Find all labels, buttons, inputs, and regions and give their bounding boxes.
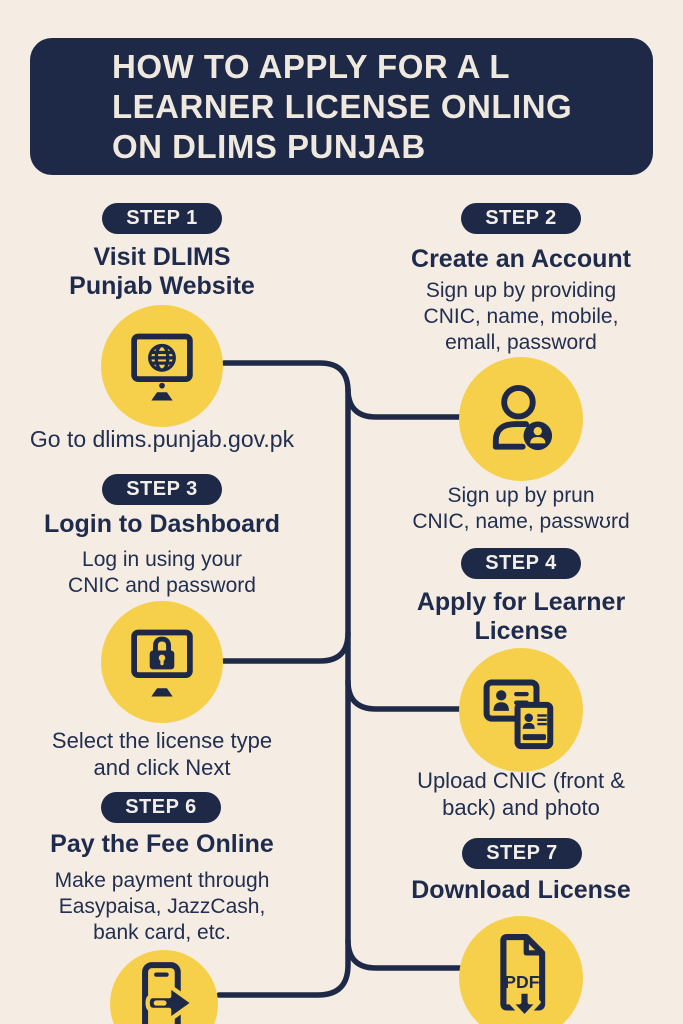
step-1-title-line-1: Visit DLIMS (93, 243, 231, 271)
pdf-label: PDF (504, 972, 539, 992)
step-3-description: Log in using your CNIC and password (22, 547, 302, 599)
step-4-caption-line-1: Upload CNIC (front & (417, 768, 625, 793)
step-4-caption: Upload CNIC (front & back) and photo (381, 767, 661, 821)
connector-branch-step2 (345, 386, 464, 420)
step-1-caption-line-1: Go to dlims.punjab.gov.pk (29, 426, 295, 452)
header-title-line-1: HOW TO APPLY FOR A L (112, 47, 511, 85)
step-2-caption: Sign up by prun CNIC, name, passwʊrd (381, 483, 661, 535)
step-6-desc-line-2: Easypaisa, JazzCash, (58, 895, 266, 918)
step-2-caption-line-2: CNIC, name, passwʊrd (412, 510, 630, 533)
pdf-download-icon: PDF (500, 933, 546, 1018)
step-2-desc-line-2: CNIC, name, mobile, (423, 305, 619, 328)
id-cards-icon (483, 679, 554, 750)
step-1-badge: STEP 1 (102, 203, 222, 234)
step-2-icon-circle (459, 357, 583, 481)
step-2-caption-line-1: Sign up by prun (447, 484, 595, 507)
step-6-description: Make payment through Easypaisa, JazzCash… (22, 868, 302, 946)
header-banner: HOW TO APPLY FOR A L LEARNER LICENSE ONL… (30, 38, 653, 175)
step-2-description: Sign up by providing CNIC, name, mobile,… (381, 278, 661, 356)
step-2-badge: STEP 2 (461, 203, 581, 234)
step-2-desc-line-1: Sign up by providing (425, 279, 617, 302)
step-3-badge: STEP 3 (102, 474, 222, 505)
step-2-title-line-1: Create an Account (411, 245, 631, 273)
step-7-title-line-1: Download License (411, 876, 631, 904)
step-3-icon-circle (101, 601, 223, 723)
step-6-title-line-1: Pay the Fee Online (50, 830, 274, 858)
step-3-caption: Select the license type and click Next (22, 727, 302, 781)
step-1-icon-circle (101, 305, 223, 427)
connector-branch-step4 (345, 678, 464, 712)
step-6-desc-line-1: Make payment through (54, 869, 270, 892)
step-2-title: Create an Account (381, 245, 661, 274)
user-badge-icon (492, 384, 553, 451)
step-4-icon-circle (459, 648, 583, 772)
step-4-caption-line-2: back) and photo (442, 795, 600, 820)
step-4-title: Apply for Learner License (381, 588, 661, 646)
header-title-line-2: LEARNER LICENSE ONLING (112, 87, 573, 125)
step-3-desc-line-2: CNIC and password (68, 574, 256, 597)
step-6-icon-circle (110, 950, 218, 1024)
step-6-badge: STEP 6 (101, 792, 221, 823)
step-6-desc-line-3: bank card, etc. (93, 921, 231, 944)
step-7-icon-circle: PDF (459, 916, 583, 1024)
step-2-desc-line-3: emall, password (445, 331, 597, 354)
step-3-title-line-1: Login to Dashboard (43, 510, 281, 538)
step-7-badge: STEP 7 (462, 838, 582, 869)
step-4-title-line-2: License (474, 617, 568, 645)
step-1-caption: Go to dlims.punjab.gov.pk (22, 426, 302, 452)
phone-arrow-icon (142, 962, 196, 1024)
connector-branch-step7 (345, 937, 465, 971)
step-6-title: Pay the Fee Online (22, 830, 302, 859)
step-1-title-line-2: Punjab Website (69, 272, 255, 300)
step-1-title: Visit DLIMS Punjab Website (22, 243, 302, 301)
step-4-badge: STEP 4 (461, 548, 581, 579)
monitor-globe-icon (131, 333, 193, 401)
connector-spine (216, 360, 351, 998)
step-7-title: Download License (381, 876, 661, 905)
header-title-line-3: ON DLIMS PUNJAB (112, 127, 426, 165)
connector-branch-step3 (221, 630, 351, 664)
step-3-title: Login to Dashboard (22, 510, 302, 539)
step-3-desc-line-1: Log in using your (82, 548, 242, 571)
step-3-caption-line-1: Select the license type (51, 728, 273, 753)
step-3-caption-line-2: and click Next (93, 755, 231, 780)
step-4-title-line-1: Apply for Learner (416, 588, 626, 616)
monitor-lock-icon (131, 629, 193, 697)
